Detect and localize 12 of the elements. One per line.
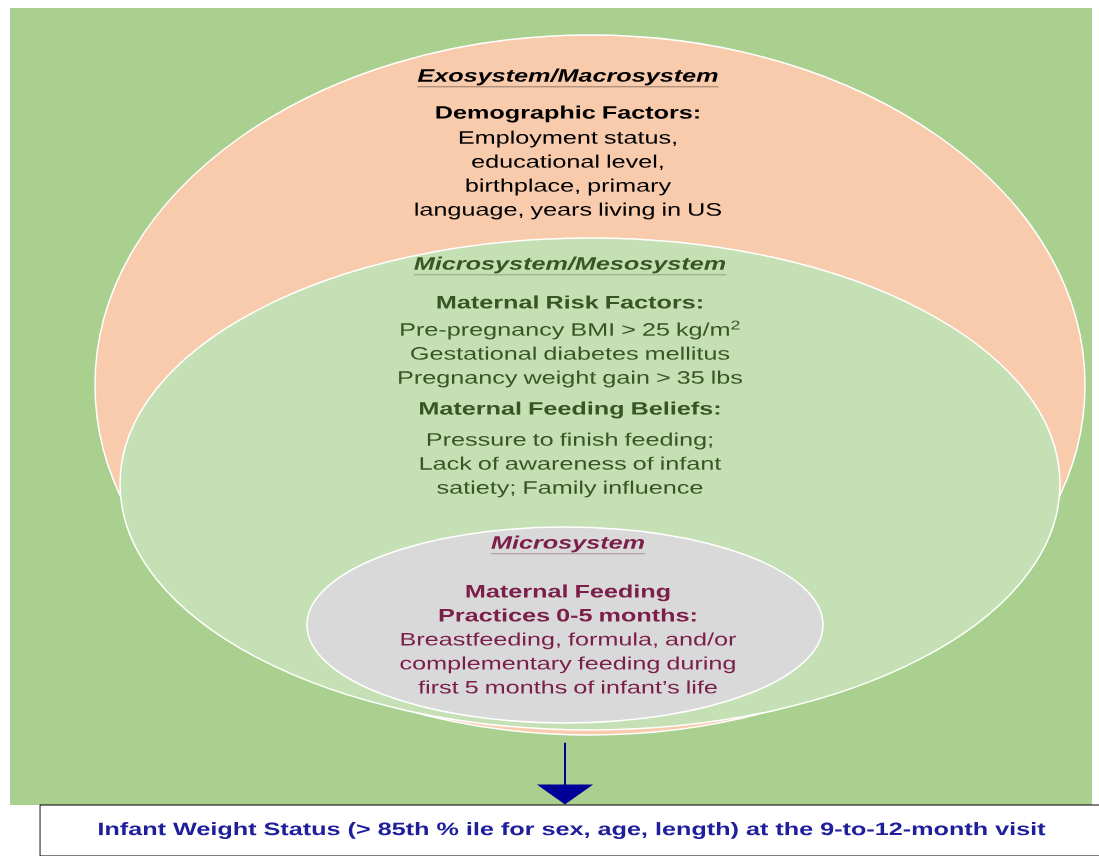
layer-title: Microsystem/Mesosystem xyxy=(413,256,727,275)
body-text: Pressure to finish feeding; Lack of awareness of infant satiety; Family influence xyxy=(420,432,722,498)
heading: Demographic Factors: xyxy=(436,105,699,123)
body-text: Employment status, educational level, birthplace, primary language, years living in US xyxy=(415,130,721,220)
layer-title: Exosystem/Macrosystem xyxy=(417,68,719,87)
body-text: Maternal Feeding Practices 0-5 months: Breastfeeding, formula, and/or complementary feeding during first 5 months of infant’s life xyxy=(400,584,737,694)
heading: Maternal Feeding Beliefs: xyxy=(420,401,720,419)
layer-title: Microsystem xyxy=(490,535,646,554)
layer-ellipse xyxy=(306,526,824,724)
outcome-box: Infant Weight Status (> 85th % ile for sex, age, length) at the 9-to-12-month visit xyxy=(39,804,1099,856)
heading: Maternal Risk Factors: xyxy=(437,295,702,309)
body-text: Pre-pregnancy BMI > 25 kg/m$^{2}$ Gestational diabetes mellitus Pregnancy weight gain > 35 lbs xyxy=(399,320,742,388)
